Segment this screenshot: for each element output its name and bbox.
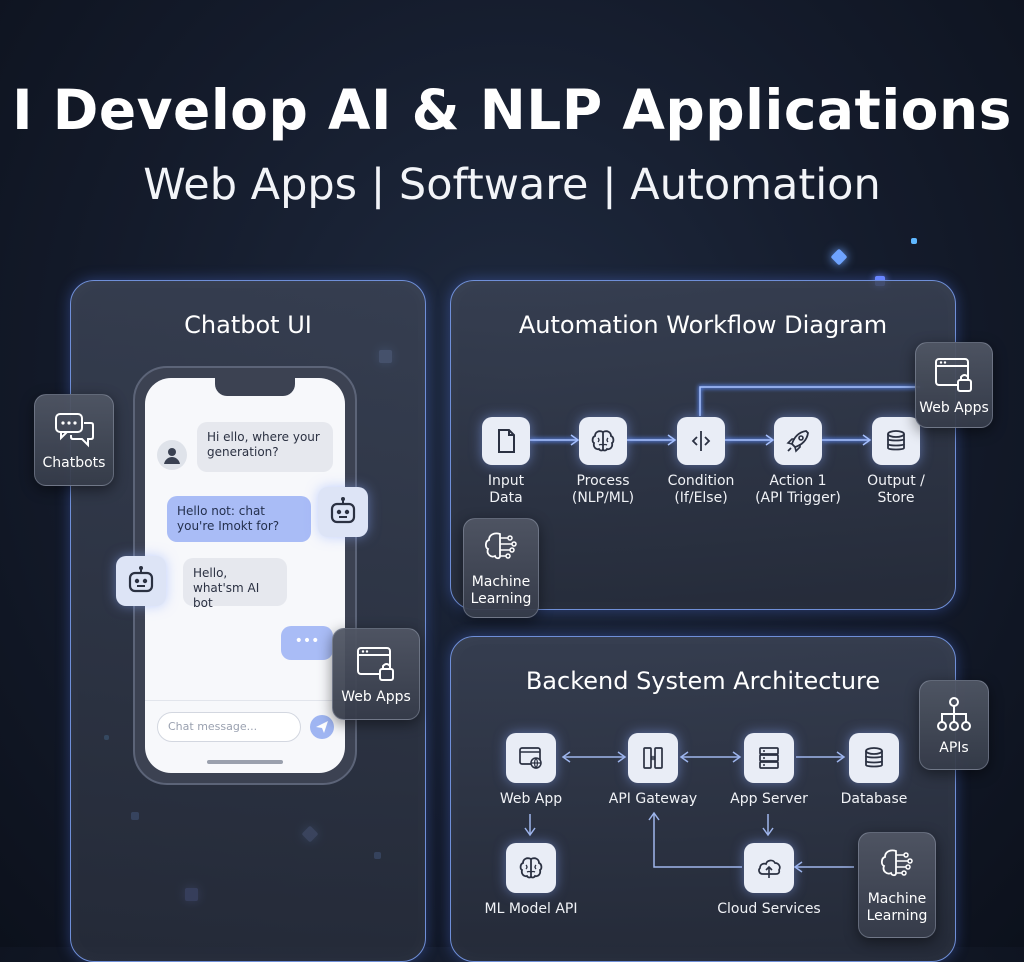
action-node [774,417,822,465]
api-gateway-label: API Gateway [608,791,698,807]
apis-label: APIs [939,739,969,756]
web-apps-badge: Web Apps [332,628,420,720]
chat-divider [145,700,345,701]
chat-message: Hello, what'sm AI bot [183,558,287,610]
output-node [872,417,920,465]
database-node [849,733,899,783]
robot-icon [318,487,368,537]
typing-indicator: ••• [281,626,333,660]
web-apps-label: Web Apps [919,399,989,416]
brain-icon [591,430,615,452]
browser-lock-icon [935,357,972,392]
action-label: Action 1(API Trigger) [755,473,841,506]
send-button[interactable] [310,715,334,739]
cloud-services-label: Cloud Services [717,901,821,917]
chat-message: Hello not: chat you're Imokt for? [167,496,311,542]
api-gateway-node [628,733,678,783]
database-label: Database [840,791,908,807]
database-icon [865,747,883,768]
condition-label: Condition(If/Else) [667,473,735,506]
document-icon [498,429,515,453]
branch-icon [691,431,711,451]
page-title: I Develop AI & NLP Applications [12,78,1012,142]
network-icon [937,696,971,731]
apis-badge: APIs [919,680,989,770]
workflow-panel-title: Automation Workflow Diagram [518,311,888,339]
condition-node [677,417,725,465]
gateway-icon [643,747,663,769]
cloud-services-node [744,843,794,893]
web-apps-label: Web Apps [341,688,411,705]
phone-mockup: Hi ello, where your generation? Hello no… [133,366,357,785]
send-icon [316,721,328,733]
chat-bubbles-icon [55,412,94,447]
chatbot-panel-title: Chatbot UI [184,311,312,339]
home-indicator [207,760,283,764]
process-label: Process(NLP/ML) [571,473,635,506]
chat-message: Hi ello, where your generation? [197,422,333,472]
robot-icon [116,556,166,606]
output-label: Output /Store [867,473,925,506]
brain-circuit-icon [484,532,517,560]
input-data-node [482,417,530,465]
backend-connectors [524,751,854,873]
page-subtitle: Web Apps | Software | Automation [143,160,881,210]
chatbots-badge: Chatbots [34,394,114,486]
web-apps-badge: Web Apps [915,342,993,428]
server-icon [759,747,779,769]
app-server-node [744,733,794,783]
user-avatar-icon [157,440,187,470]
ml-model-api-label: ML Model API [484,901,578,917]
process-node [579,417,627,465]
rocket-icon [786,430,809,453]
chat-message-input[interactable]: Chat message... [157,712,301,742]
chatbots-label: Chatbots [42,454,106,471]
browser-lock-icon [357,646,394,681]
decor-dot [911,238,917,244]
decor-dot [830,248,848,266]
phone-notch [215,378,295,396]
backend-panel: Backend System Architecture [450,636,956,962]
cloud-upload-icon [758,859,781,878]
brain-circuit-icon [880,849,913,877]
chat-screen: Hi ello, where your generation? Hello no… [145,378,345,773]
database-icon [887,430,905,451]
web-app-label: Web App [499,791,563,807]
browser-globe-icon [519,747,542,770]
brain-icon [519,857,543,879]
ml-model-api-node [506,843,556,893]
app-server-label: App Server [730,791,808,807]
web-app-node [506,733,556,783]
workflow-connectors [530,385,920,446]
backend-panel-title: Backend System Architecture [525,667,881,695]
